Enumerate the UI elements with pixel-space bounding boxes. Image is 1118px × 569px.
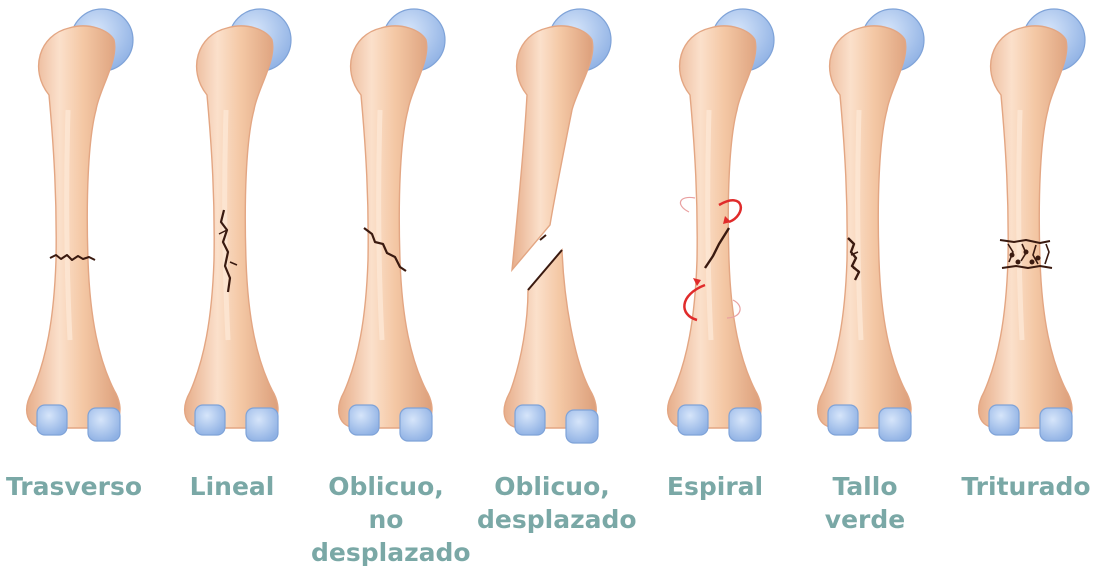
condyle-right <box>1040 408 1072 441</box>
bone-transverse <box>27 9 133 441</box>
label-lineal: Lineal <box>157 470 307 503</box>
condyle-right <box>729 408 761 441</box>
condyle-right <box>88 408 120 441</box>
condyle-left <box>37 405 67 435</box>
label-tallo-verde: Tallo verde <box>790 470 940 536</box>
condyle-right <box>400 408 432 441</box>
fracture-types-diagram: Trasverso Lineal Oblicuo, no desplazado … <box>0 0 1118 551</box>
bone-greenstick <box>818 9 924 441</box>
rotation-guide-top <box>680 197 695 212</box>
label-triturado: Triturado <box>951 470 1101 503</box>
bone-fragment <box>1036 256 1041 261</box>
bones-illustration <box>0 0 1118 460</box>
femur-shaft <box>668 26 761 428</box>
bone-spiral <box>668 9 774 441</box>
bone-fragment <box>1030 260 1035 265</box>
bone-oblique-displaced <box>504 9 611 443</box>
bone-fragment <box>1010 253 1015 258</box>
femur-shaft <box>185 26 278 428</box>
femur-shaft <box>339 26 432 428</box>
label-oblicuo-desplazado: Oblicuo, desplazado <box>477 470 627 536</box>
condyle-left <box>989 405 1019 435</box>
condyle-right <box>246 408 278 441</box>
femur-shaft <box>27 26 120 428</box>
condyle-left <box>349 405 379 435</box>
condyle-left <box>678 405 708 435</box>
bone-fragment <box>1016 260 1021 265</box>
label-espiral: Espiral <box>640 470 790 503</box>
bone-fragment <box>1024 250 1029 255</box>
condyle-right <box>879 408 911 441</box>
femur-shaft <box>818 26 911 428</box>
label-trasverso: Trasverso <box>0 470 149 503</box>
label-oblicuo-no-desplazado: Oblicuo, no desplazado <box>311 470 461 569</box>
femur-shaft <box>979 26 1072 428</box>
condyle-left <box>515 405 545 435</box>
upper-fragment <box>512 26 593 270</box>
bone-linear <box>185 9 291 441</box>
condyle-left <box>195 405 225 435</box>
condyle-left <box>828 405 858 435</box>
bone-oblique-nondisplaced <box>339 9 445 441</box>
lower-fragment <box>504 250 596 428</box>
condyle-right <box>566 410 598 443</box>
bone-comminuted <box>979 9 1085 441</box>
